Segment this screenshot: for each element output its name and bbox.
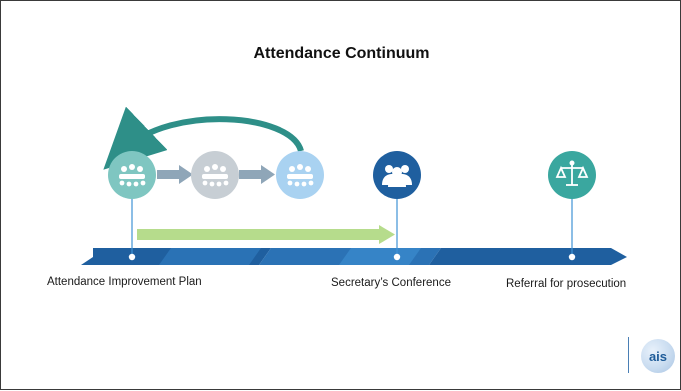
stage-dot-referral xyxy=(568,253,576,261)
progress-arrow xyxy=(137,225,395,244)
ais-logo: ais xyxy=(641,339,675,373)
stem-lines xyxy=(131,197,573,255)
stage-label-referral: Referral for prosecution xyxy=(506,278,627,290)
timeline-arrow xyxy=(81,248,627,265)
stage-dot-secretary xyxy=(393,253,401,261)
secretary-conference-circle xyxy=(373,151,421,199)
stage-dots xyxy=(128,253,576,261)
stage-label-secretary: Secretary’s Conference xyxy=(331,277,451,289)
group-meeting-icon xyxy=(202,164,229,187)
scales-of-justice-icon xyxy=(555,160,589,186)
stage-label-aip: Attendance Improvement Plan xyxy=(47,276,202,288)
loop-arrow xyxy=(103,106,304,170)
people-icon xyxy=(382,165,412,187)
referral-circle xyxy=(548,151,596,199)
logo-divider xyxy=(628,337,629,373)
stage-dot-aip xyxy=(128,253,136,261)
group-meeting-icon xyxy=(287,164,314,187)
cycle-arrows xyxy=(157,165,275,184)
slide-title: Attendance Continuum xyxy=(253,45,430,62)
group-meeting-icon xyxy=(119,164,146,187)
